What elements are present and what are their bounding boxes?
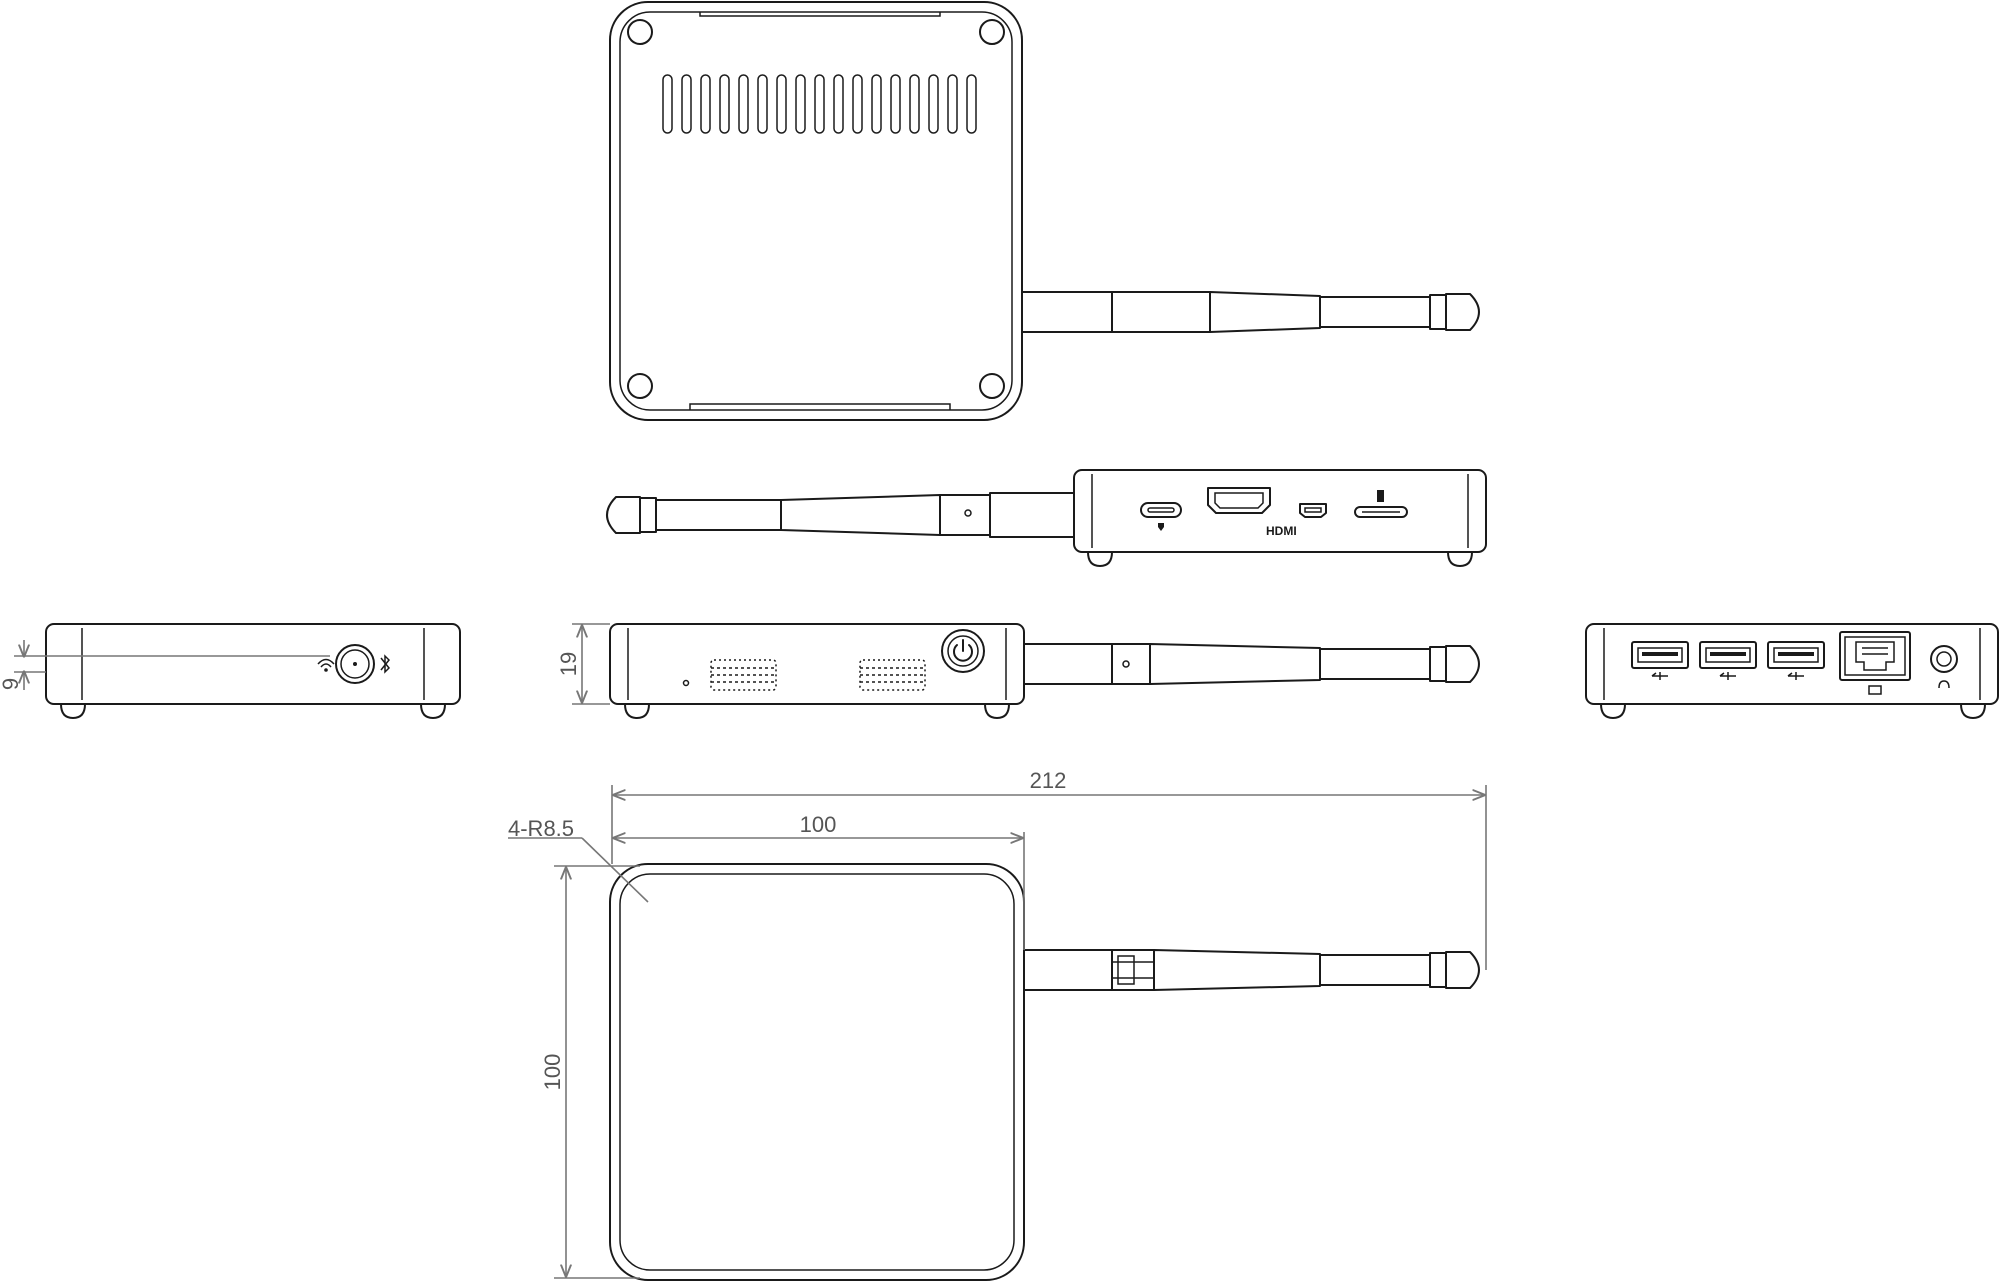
rubber-foot	[420, 703, 446, 719]
antenna-bottom-view	[1021, 949, 1480, 991]
dimension-body-depth: 100	[540, 865, 640, 1279]
usb-a-port-1	[1631, 641, 1689, 680]
rubber-foot	[1960, 703, 1986, 719]
corner-radius-label: 4-R8.5	[508, 816, 574, 841]
function-button	[335, 644, 375, 684]
side-height-label: 9	[0, 678, 23, 690]
rubber-foot	[1087, 551, 1113, 567]
dimension-corner-radius: 4-R8.5	[508, 816, 649, 903]
ethernet-port	[1839, 631, 1911, 695]
screw-hole	[627, 19, 653, 45]
power-plug-icon	[1158, 523, 1164, 531]
antenna-rear-view	[606, 492, 1075, 538]
rubber-foot	[984, 703, 1010, 719]
power-button	[941, 629, 985, 673]
left-side-view	[45, 623, 461, 719]
wifi-icon	[317, 658, 335, 672]
audio-jack	[1930, 645, 1958, 689]
micro-usb-port	[1299, 503, 1327, 518]
left-side-body	[45, 623, 461, 705]
bluetooth-icon	[380, 654, 391, 674]
usb-icon	[1719, 672, 1736, 680]
bottom-outline	[609, 863, 1025, 1281]
body-width-label: 100	[800, 812, 837, 837]
usb-icon	[1787, 672, 1804, 680]
front-view	[609, 623, 1480, 719]
hdmi-port: HDMI	[1207, 487, 1297, 538]
usb-a-port-3	[1767, 641, 1825, 680]
screw-hole	[979, 373, 1005, 399]
vent-slots	[662, 74, 977, 134]
sd-card-icon	[1377, 490, 1384, 502]
antenna-front-view	[1021, 643, 1480, 685]
usb-a-port-2	[1699, 641, 1757, 680]
network-icon	[1868, 685, 1882, 695]
rubber-foot	[60, 703, 86, 719]
dimension-body-width: 100	[614, 812, 1025, 950]
rubber-foot	[624, 703, 650, 719]
hdmi-label: HDMI	[1266, 524, 1297, 538]
bottom-view	[609, 863, 1480, 1281]
screw-hole	[627, 373, 653, 399]
front-height-label: 19	[556, 652, 581, 676]
total-width-label: 212	[1030, 768, 1067, 793]
dimension-side-height: 9	[0, 640, 330, 690]
usb-icon	[1651, 672, 1668, 680]
right-side-view	[1585, 623, 1999, 719]
screw-hole	[979, 19, 1005, 45]
rear-view: HDMI	[606, 469, 1487, 567]
body-depth-label: 100	[540, 1054, 565, 1091]
right-side-body	[1585, 623, 1999, 705]
front-body	[609, 623, 1025, 705]
headphone-icon	[1938, 680, 1950, 689]
front-vent-grille	[710, 659, 926, 691]
led-indicator	[682, 679, 690, 687]
rubber-foot	[1600, 703, 1626, 719]
rubber-foot	[1447, 551, 1473, 567]
dimension-front-height: 19	[556, 623, 610, 705]
dimension-total-width: 212	[611, 768, 1487, 970]
top-view	[609, 1, 1480, 421]
top-view-outline	[609, 1, 1023, 421]
rear-body	[1073, 469, 1487, 553]
antenna-top-view	[1019, 291, 1480, 333]
microsd-slot	[1354, 490, 1408, 518]
usb-c-port	[1140, 502, 1182, 531]
